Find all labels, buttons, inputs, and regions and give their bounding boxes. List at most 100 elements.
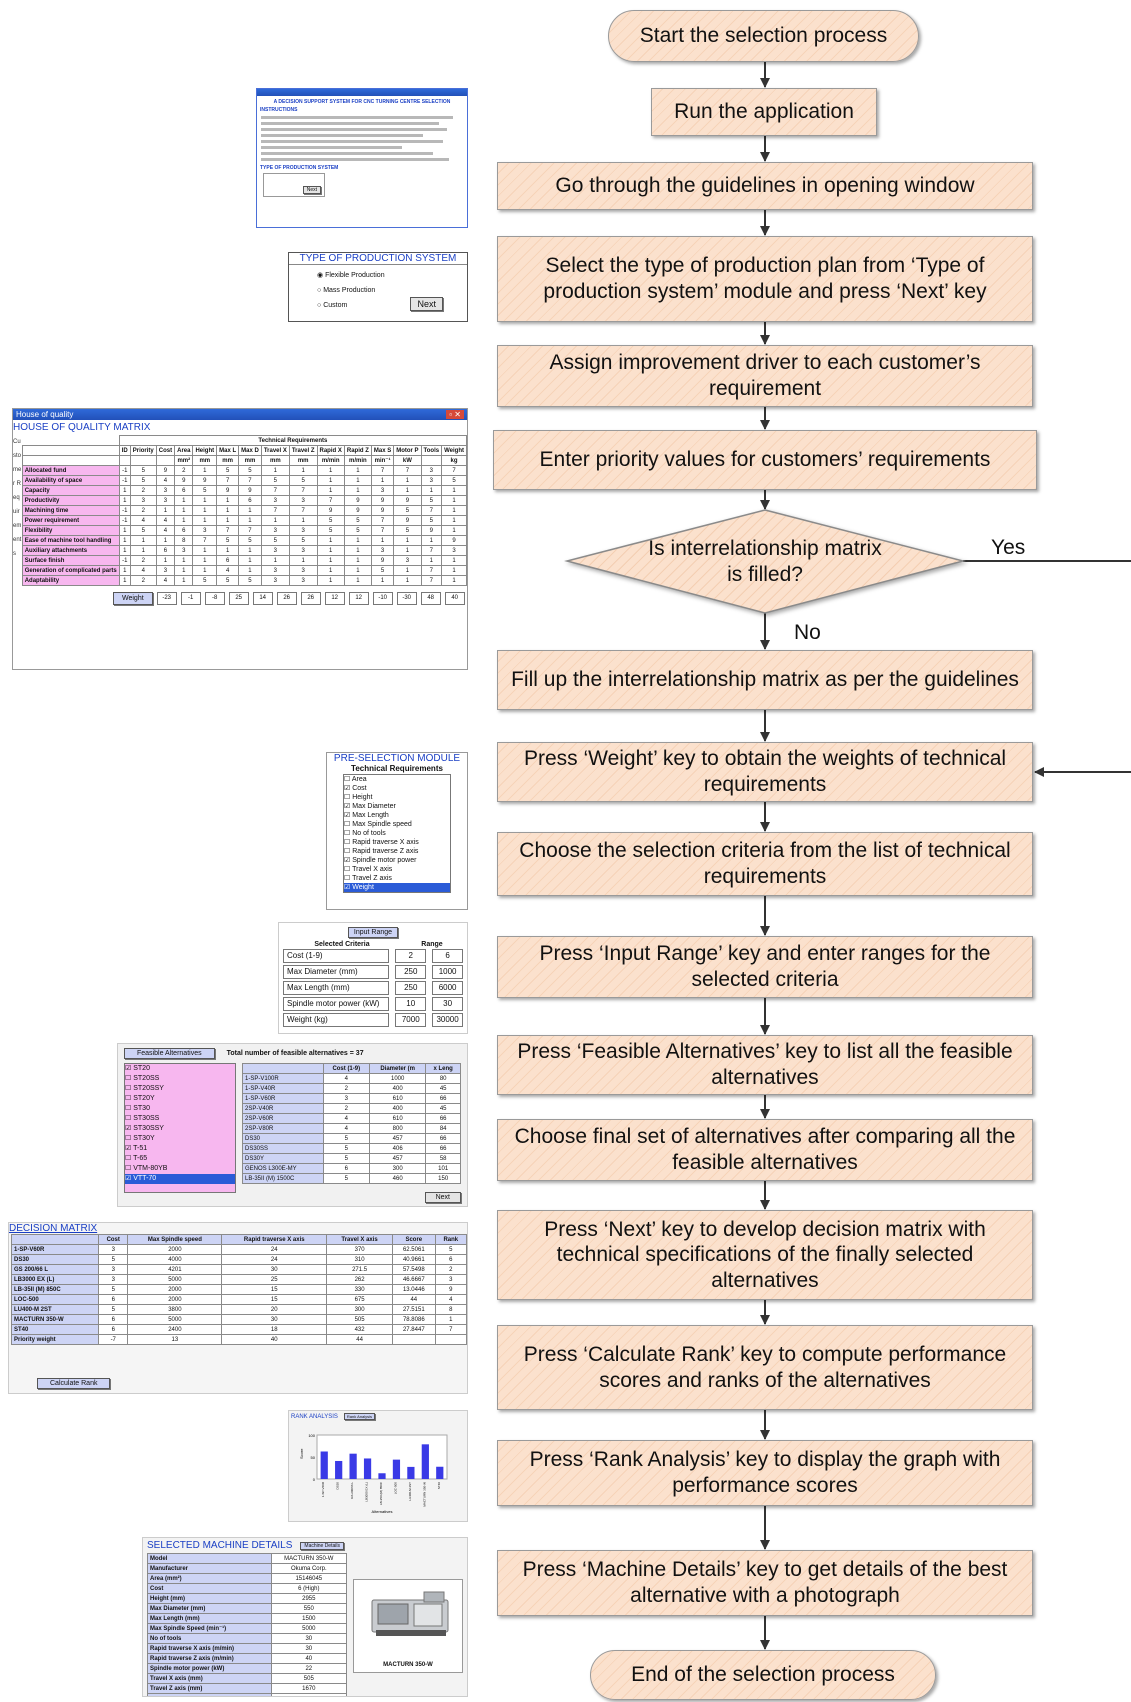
- hoq-cell[interactable]: 1: [174, 495, 194, 506]
- hoq-cell[interactable]: 7: [288, 505, 318, 516]
- weight-button[interactable]: Weight: [113, 592, 153, 605]
- hoq-cell[interactable]: 3: [420, 475, 443, 486]
- hoq-cell[interactable]: 1: [441, 525, 467, 536]
- hoq-cell[interactable]: 1: [441, 555, 467, 566]
- hoq-cell[interactable]: 4: [155, 575, 176, 586]
- hoq-cell[interactable]: 6: [155, 545, 176, 556]
- hoq-cell[interactable]: 1: [441, 505, 467, 516]
- hoq-cell[interactable]: 3: [192, 525, 218, 536]
- hoq-cell[interactable]: 5: [441, 475, 467, 486]
- rank-analysis-button[interactable]: Rank Analysis: [343, 1413, 376, 1420]
- hoq-cell[interactable]: 1: [174, 565, 194, 576]
- hoq-cell[interactable]: 4: [155, 525, 176, 536]
- hoq-cell[interactable]: 1: [155, 535, 176, 546]
- hoq-cell[interactable]: -1: [118, 465, 131, 476]
- hoq-cell[interactable]: 1: [288, 555, 318, 566]
- hoq-cell[interactable]: 1: [343, 475, 372, 486]
- hoq-cell[interactable]: 1: [316, 555, 345, 566]
- hoq-cell[interactable]: 1: [118, 545, 131, 556]
- requirement-checkbox[interactable]: ☐ Travel Z axis: [344, 874, 450, 883]
- hoq-cell[interactable]: 1: [288, 465, 318, 476]
- hoq-cell[interactable]: 1: [129, 545, 157, 556]
- hoq-cell[interactable]: 3: [174, 545, 194, 556]
- hoq-cell[interactable]: 7: [393, 465, 422, 476]
- hoq-cell[interactable]: 3: [260, 575, 290, 586]
- hoq-cell[interactable]: 1: [260, 465, 290, 476]
- range-max-input[interactable]: 30000: [432, 1013, 463, 1027]
- hoq-cell[interactable]: 5: [370, 565, 395, 576]
- hoq-cell[interactable]: 3: [260, 565, 290, 576]
- feasible-alternatives-button[interactable]: Feasible Alternatives: [124, 1048, 215, 1059]
- hoq-cell[interactable]: -1: [118, 475, 131, 486]
- hoq-cell[interactable]: 1: [441, 565, 467, 576]
- hoq-cell[interactable]: 5: [316, 525, 345, 536]
- hoq-cell[interactable]: 1: [192, 565, 218, 576]
- hoq-cell[interactable]: 1: [216, 545, 240, 556]
- requirement-checkbox[interactable]: ☑ Max Length: [344, 811, 450, 820]
- hoq-cell[interactable]: 1: [316, 535, 345, 546]
- hoq-cell[interactable]: 5: [343, 525, 372, 536]
- hoq-cell[interactable]: 1: [441, 515, 467, 526]
- hoq-cell[interactable]: 7: [370, 525, 395, 536]
- hoq-cell[interactable]: 1: [420, 485, 443, 496]
- hoq-cell[interactable]: 5: [238, 465, 262, 476]
- hoq-cell[interactable]: 3: [288, 545, 318, 556]
- hoq-cell[interactable]: 7: [316, 495, 345, 506]
- hoq-cell[interactable]: 7: [370, 515, 395, 526]
- hoq-cell[interactable]: 1: [118, 565, 131, 576]
- hoq-cell[interactable]: 2: [129, 485, 157, 496]
- hoq-cell[interactable]: 3: [260, 545, 290, 556]
- hoq-cell[interactable]: 4: [129, 515, 157, 526]
- hoq-cell[interactable]: 1: [343, 465, 372, 476]
- hoq-cell[interactable]: 1: [343, 535, 372, 546]
- hoq-cell[interactable]: 1: [441, 575, 467, 586]
- hoq-cell[interactable]: 7: [370, 465, 395, 476]
- hoq-cell[interactable]: 1: [174, 505, 194, 516]
- feasible-alternative-item[interactable]: ☐ VTM-80YB: [125, 1164, 235, 1174]
- radio-mass-production[interactable]: ○ Mass Production: [317, 283, 467, 298]
- hoq-cell[interactable]: 1: [129, 535, 157, 546]
- hoq-cell[interactable]: 1: [118, 525, 131, 536]
- hoq-cell[interactable]: 1: [155, 505, 176, 516]
- hoq-cell[interactable]: 1: [316, 575, 345, 586]
- hoq-cell[interactable]: 5: [216, 465, 240, 476]
- feasible-alternative-item[interactable]: ☐ ST20Y: [125, 1094, 235, 1104]
- hoq-cell[interactable]: 6: [238, 495, 262, 506]
- hoq-cell[interactable]: 1: [174, 555, 194, 566]
- hoq-cell[interactable]: 1: [343, 555, 372, 566]
- hoq-cell[interactable]: 5: [288, 475, 318, 486]
- hoq-cell[interactable]: 3: [155, 485, 176, 496]
- hoq-cell[interactable]: 7: [420, 505, 443, 516]
- hoq-cell[interactable]: 1: [238, 505, 262, 516]
- range-min-input[interactable]: 250: [395, 981, 427, 995]
- requirement-checkbox[interactable]: ☑ Spindle motor power: [344, 856, 450, 865]
- hoq-cell[interactable]: 3: [370, 545, 395, 556]
- hoq-cell[interactable]: 5: [393, 505, 422, 516]
- range-min-input[interactable]: 10: [395, 997, 427, 1011]
- input-range-button[interactable]: Input Range: [347, 927, 399, 938]
- hoq-cell[interactable]: 7: [441, 465, 467, 476]
- requirement-checkbox[interactable]: ☐ Height: [344, 793, 450, 802]
- hoq-cell[interactable]: 7: [216, 475, 240, 486]
- technical-requirements-list[interactable]: ☐ Area☑ Cost☐ Height☑ Max Diameter☑ Max …: [343, 774, 451, 893]
- opening-next-button[interactable]: Next: [302, 186, 321, 194]
- hoq-cell[interactable]: 5: [129, 475, 157, 486]
- hoq-cell[interactable]: 1: [288, 515, 318, 526]
- hoq-cell[interactable]: 1: [370, 475, 395, 486]
- hoq-cell[interactable]: 4: [155, 515, 176, 526]
- feasible-next-button[interactable]: Next: [424, 1192, 461, 1203]
- hoq-cell[interactable]: 1: [393, 565, 422, 576]
- hoq-cell[interactable]: 5: [238, 575, 262, 586]
- hoq-cell[interactable]: 3: [260, 525, 290, 536]
- hoq-cell[interactable]: 1: [238, 555, 262, 566]
- hoq-cell[interactable]: -1: [118, 505, 131, 516]
- hoq-cell[interactable]: 9: [370, 505, 395, 516]
- radio-custom[interactable]: ○ Custom: [317, 298, 467, 313]
- hoq-cell[interactable]: 1: [441, 485, 467, 496]
- hoq-cell[interactable]: 1: [260, 515, 290, 526]
- hoq-cell[interactable]: 1: [192, 545, 218, 556]
- hoq-cell[interactable]: 5: [288, 535, 318, 546]
- hoq-cell[interactable]: 3: [288, 575, 318, 586]
- range-min-input[interactable]: 2: [395, 949, 427, 963]
- hoq-cell[interactable]: 1: [216, 505, 240, 516]
